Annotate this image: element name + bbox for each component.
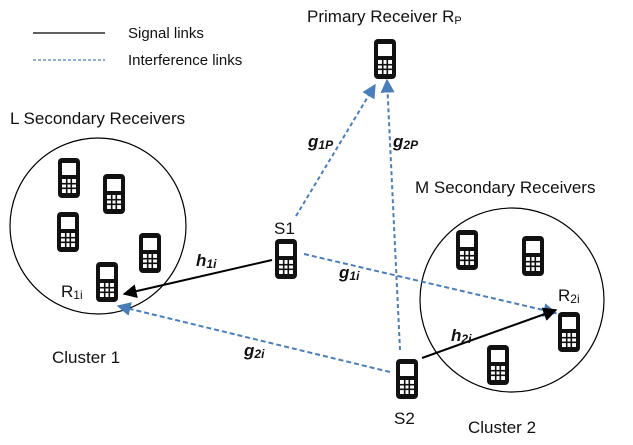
r2i-phone-icon: [557, 311, 581, 353]
cluster1-phone-icon: [56, 211, 80, 253]
m-secondary-receivers-label: M Secondary Receivers: [415, 178, 595, 197]
r2i-label: R2i: [558, 286, 580, 306]
link-g1p: [295, 83, 376, 217]
channel-label-g2i: g2i: [243, 341, 265, 361]
cluster-2-circle: [419, 207, 605, 393]
channel-label-h2i: h2i: [451, 326, 472, 346]
legend: Signal links Interference links: [33, 25, 242, 69]
link-h2i: [421, 307, 558, 359]
cluster-2-label: Cluster 2: [468, 418, 536, 437]
link-g2i: [116, 302, 391, 373]
link-g2p: [380, 78, 401, 351]
s1-phone-icon: [274, 238, 298, 280]
legend-interference-label: Interference links: [128, 52, 242, 69]
channel-label-g1i: g1i: [338, 263, 360, 283]
channel-label-g2p: g2P: [392, 132, 419, 152]
channel-label-h1i: h1i: [196, 251, 217, 271]
cluster1-phone-icon: [102, 173, 126, 215]
channel-label-g1p: g1P: [307, 132, 334, 152]
l-secondary-receivers-label: L Secondary Receivers: [10, 109, 185, 128]
r1i-label: R1i: [61, 282, 83, 302]
r1i-phone-icon: [95, 261, 119, 303]
link-h1i: [122, 259, 273, 299]
link-g1i: [303, 253, 558, 317]
cluster1-phone-icon: [138, 232, 162, 274]
primary-receiver-phone-icon: [373, 38, 397, 80]
cluster2-phone-icon: [455, 229, 479, 271]
s2-phone-icon: [395, 358, 419, 400]
cluster2-phone-icon: [521, 235, 545, 277]
cluster-1-label: Cluster 1: [52, 348, 120, 367]
primary-receiver-label: Primary Receiver RP: [307, 7, 462, 27]
cluster2-phone-icon: [486, 344, 510, 386]
cluster-1-circle: [9, 137, 187, 315]
s2-label: S2: [394, 409, 415, 428]
s1-label: S1: [274, 219, 295, 238]
cluster1-phone-icon: [57, 157, 81, 199]
legend-signal-label: Signal links: [128, 25, 204, 42]
